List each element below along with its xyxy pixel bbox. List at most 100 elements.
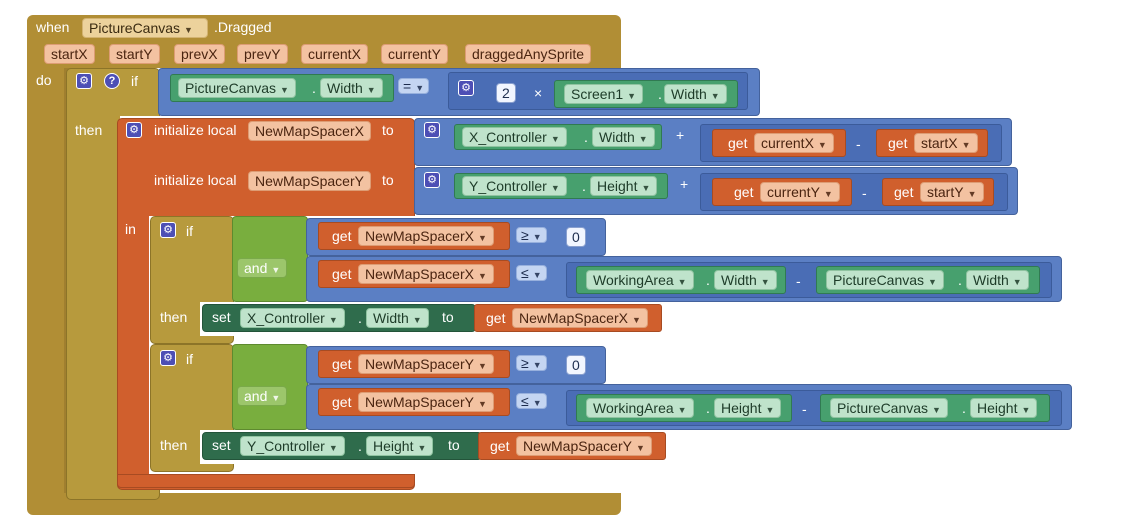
- inner-then-x-label: then: [160, 309, 188, 325]
- picturecanvas-dropdown[interactable]: PictureCanvas▼: [178, 78, 296, 98]
- and-x-dropdown[interactable]: and▼: [237, 258, 288, 278]
- ge-y-operator-dropdown[interactable]: ≥▼: [516, 355, 547, 371]
- outer-if-gear-icon[interactable]: ⚙: [76, 73, 92, 89]
- get-label: get: [490, 438, 510, 454]
- zero-y[interactable]: 0: [566, 355, 586, 375]
- picturecanvas-width-dropdown[interactable]: Width▼: [966, 270, 1029, 290]
- inner-if-y-label: if: [186, 351, 193, 367]
- picturecanvas-dropdown[interactable]: PictureCanvas▼: [830, 398, 948, 418]
- param-starty[interactable]: startY: [109, 44, 160, 64]
- minus-width-label: -: [796, 273, 801, 289]
- param-currentx[interactable]: currentX: [301, 44, 368, 64]
- get-startx-label: get: [888, 135, 908, 151]
- local-var-y-name[interactable]: NewMapSpacerY: [248, 171, 371, 191]
- local-x-to-label: to: [382, 122, 394, 138]
- local-y-to-label: to: [382, 172, 394, 188]
- param-startx[interactable]: startX: [44, 44, 95, 64]
- outer-if-label: if: [131, 73, 138, 89]
- param-currenty[interactable]: currentY: [381, 44, 448, 64]
- event-when-label: when: [36, 19, 70, 35]
- get-label: get: [332, 228, 352, 244]
- startx-dropdown[interactable]: startX▼: [914, 133, 978, 153]
- le-x-operator-dropdown[interactable]: ≤▼: [516, 265, 547, 281]
- currentx-dropdown[interactable]: currentX▼: [754, 133, 834, 153]
- newmapspacerx-dropdown[interactable]: NewMapSpacerX▼: [358, 226, 494, 246]
- init-local-x-label: initialize local: [154, 122, 237, 138]
- le-y-operator-dropdown[interactable]: ≤▼: [516, 393, 547, 409]
- set-y-component-dropdown[interactable]: Y_Controller▼: [240, 436, 345, 456]
- dot-label: .: [358, 310, 362, 326]
- number-two[interactable]: 2: [496, 83, 516, 103]
- starty-dropdown[interactable]: startY▼: [920, 182, 984, 202]
- multiply-gear-icon[interactable]: ⚙: [458, 80, 474, 96]
- inner-then-y-label: then: [160, 437, 188, 453]
- outer-then-label: then: [75, 122, 103, 138]
- screen1-width-dropdown[interactable]: Width▼: [664, 84, 727, 104]
- newmapspacery-dropdown[interactable]: NewMapSpacerY▼: [358, 354, 494, 374]
- dot-label: .: [958, 272, 962, 288]
- param-prevy[interactable]: prevY: [237, 44, 288, 64]
- minus-height-label: -: [802, 401, 807, 417]
- dot-label: .: [312, 80, 316, 96]
- plus-y-label: +: [680, 176, 689, 192]
- minus-y-label: -: [862, 185, 867, 201]
- newmapspacerx-dropdown[interactable]: NewMapSpacerX▼: [358, 264, 494, 284]
- multiply-label: ×: [534, 85, 543, 101]
- picturecanvas-dropdown[interactable]: PictureCanvas▼: [826, 270, 944, 290]
- plus-x-label: +: [676, 127, 685, 143]
- dot-label: .: [658, 86, 662, 102]
- equals-operator-dropdown[interactable]: =▼: [398, 78, 430, 94]
- set-x-property-dropdown[interactable]: Width▼: [366, 308, 429, 328]
- dot-label: .: [584, 129, 588, 145]
- get-label: get: [486, 310, 506, 326]
- workingarea-dropdown[interactable]: WorkingArea▼: [586, 398, 694, 418]
- event-name-label: .Dragged: [214, 19, 272, 35]
- get-starty-label: get: [894, 184, 914, 200]
- param-prevx[interactable]: prevX: [174, 44, 225, 64]
- zero-x[interactable]: 0: [566, 227, 586, 247]
- newmapspacery-dropdown[interactable]: NewMapSpacerY▼: [358, 392, 494, 412]
- ge-x-operator-dropdown[interactable]: ≥▼: [516, 227, 547, 243]
- y-controller-height-dropdown[interactable]: Height▼: [590, 176, 658, 196]
- y-controller-dropdown[interactable]: Y_Controller▼: [462, 176, 567, 196]
- set-x-to-label: to: [442, 309, 454, 325]
- param-draggedanysprite[interactable]: draggedAnySprite: [465, 44, 592, 64]
- set-x-label: set: [212, 309, 231, 325]
- inner-if-x-gear-icon[interactable]: ⚙: [160, 222, 176, 238]
- set-y-label: set: [212, 437, 231, 453]
- dot-label: .: [582, 178, 586, 194]
- screen1-dropdown[interactable]: Screen1▼: [564, 84, 644, 104]
- add-y-gear-icon[interactable]: ⚙: [424, 172, 440, 188]
- x-controller-dropdown[interactable]: X_Controller▼: [462, 127, 567, 147]
- event-component-dropdown[interactable]: PictureCanvas▼: [82, 18, 208, 38]
- outer-if-help-icon[interactable]: ?: [104, 73, 120, 89]
- dot-label: .: [962, 400, 966, 416]
- set-y-property-dropdown[interactable]: Height▼: [366, 436, 434, 456]
- local-var-x-name[interactable]: NewMapSpacerX: [248, 121, 371, 141]
- local-gear-icon[interactable]: ⚙: [126, 122, 142, 138]
- get-currentx-label: get: [728, 135, 748, 151]
- workingarea-height-dropdown[interactable]: Height▼: [714, 398, 782, 418]
- inner-if-x-label: if: [186, 223, 193, 239]
- dot-label: .: [706, 272, 710, 288]
- local-bottom-bar: [117, 474, 415, 488]
- picturecanvas-height-dropdown[interactable]: Height▼: [970, 398, 1038, 418]
- and-y-dropdown[interactable]: and▼: [237, 386, 288, 406]
- picturecanvas-width-dropdown[interactable]: Width▼: [320, 78, 383, 98]
- currenty-dropdown[interactable]: currentY▼: [760, 182, 840, 202]
- local-in-label: in: [125, 221, 136, 237]
- newmapspacery-dropdown[interactable]: NewMapSpacerY▼: [516, 436, 652, 456]
- x-controller-width-dropdown[interactable]: Width▼: [592, 127, 655, 147]
- newmapspacerx-dropdown[interactable]: NewMapSpacerX▼: [512, 308, 648, 328]
- get-label: get: [332, 394, 352, 410]
- event-do-label: do: [36, 72, 52, 88]
- workingarea-width-dropdown[interactable]: Width▼: [714, 270, 777, 290]
- set-x-component-dropdown[interactable]: X_Controller▼: [240, 308, 345, 328]
- dot-label: .: [358, 438, 362, 454]
- init-local-y-label: initialize local: [154, 172, 237, 188]
- inner-if-y-gear-icon[interactable]: ⚙: [160, 350, 176, 366]
- get-currenty-label: get: [734, 184, 754, 200]
- add-x-gear-icon[interactable]: ⚙: [424, 122, 440, 138]
- get-label: get: [332, 356, 352, 372]
- workingarea-dropdown[interactable]: WorkingArea▼: [586, 270, 694, 290]
